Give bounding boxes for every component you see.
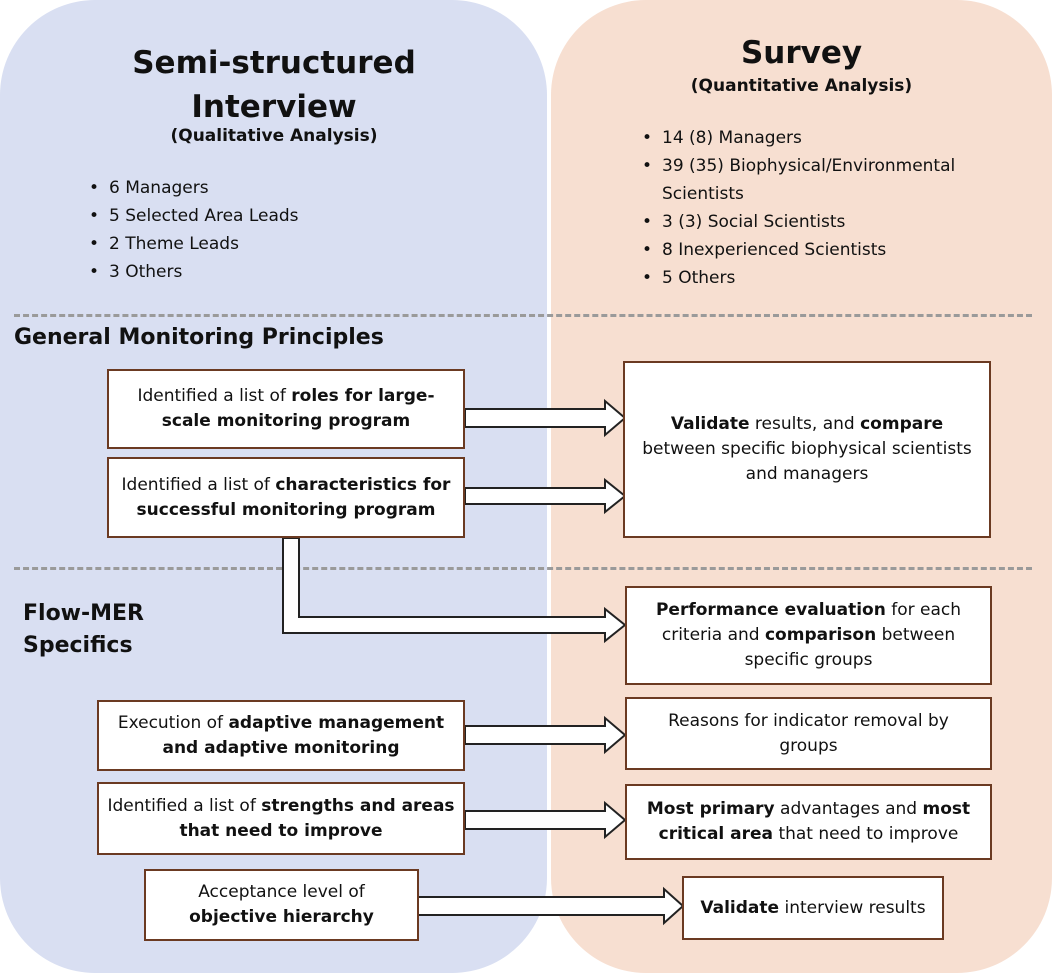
box-reasons: Reasons for indicator removal by groups — [625, 697, 992, 770]
arrow-strengths-to-advantages — [464, 800, 627, 840]
box-text: Execution of adaptive management and ada… — [105, 711, 457, 761]
box-text-run: interview results — [779, 897, 926, 918]
box-text: Acceptance level of objective hierarchy — [152, 880, 411, 930]
survey-subtitle: (Quantitative Analysis) — [690, 76, 913, 96]
box-text: Performance evaluation for each criteria… — [637, 598, 980, 673]
box-text-run: results, and — [749, 414, 861, 434]
box-text-run: between specific groups — [744, 625, 956, 670]
flow-mer-heading: Flow-MER Specifics — [23, 601, 144, 658]
box-text: Validate results, and compare between sp… — [639, 412, 975, 487]
section-divider — [14, 314, 1032, 317]
box-text-bold: adaptive management and adaptive monitor… — [162, 712, 445, 758]
list-item: 5 Selected Area Leads — [87, 202, 507, 230]
box-text: Validate interview results — [700, 896, 925, 921]
box-text: Identified a list of characteristics for… — [115, 473, 457, 523]
interview-title: Semi-structured Interview — [132, 45, 416, 125]
box-text-bold: objective hierarchy — [189, 907, 374, 927]
interview-subtitle: (Qualitative Analysis) — [170, 126, 378, 146]
box-text-bold: Performance evaluation — [655, 600, 886, 620]
box-text-bold: Validate — [700, 897, 780, 918]
list-item: 2 Theme Leads — [87, 230, 507, 258]
arrow-acceptance-to-validate — [416, 886, 685, 926]
list-item: 8 Inexperienced Scientists — [640, 236, 1020, 264]
box-text-bold: strengths and areas that need to improve — [179, 795, 455, 841]
general-principles-heading: General Monitoring Principles — [14, 325, 384, 350]
box-text: Most primary advantages and most critica… — [635, 797, 982, 847]
box-performance: Performance evaluation for each criteria… — [625, 586, 992, 685]
interview-participant-list: 6 Managers 5 Selected Area Leads 2 Theme… — [87, 174, 507, 286]
box-validate-compare: Validate results, and compare between sp… — [623, 361, 991, 538]
box-text-run: Identified a list of — [121, 474, 276, 495]
arrow-characteristics-to-validate — [464, 477, 627, 515]
box-text-run: Execution of — [117, 712, 229, 733]
box-strengths: Identified a list of strengths and areas… — [97, 782, 465, 855]
box-adaptive: Execution of adaptive management and ada… — [97, 700, 465, 771]
arrow-characteristics-to-performance — [282, 537, 627, 644]
box-text-run: for each criteria and — [661, 600, 962, 645]
box-text-bold: compare — [860, 414, 944, 434]
list-item: 3 (3) Social Scientists — [640, 208, 1020, 236]
box-text: Identified a list of strengths and areas… — [105, 794, 457, 844]
box-validate-interview: Validate interview results — [682, 876, 944, 940]
box-text-run: Identified a list of — [137, 386, 292, 406]
list-item: 5 Others — [640, 264, 1020, 292]
box-text-run: between specific biophysical scientists … — [642, 439, 972, 484]
list-item: 39 (35) Biophysical/Environmental Scient… — [640, 152, 1020, 208]
box-text-bold: Validate — [670, 414, 750, 434]
box-advantages: Most primary advantages and most critica… — [625, 784, 992, 860]
box-acceptance: Acceptance level of objective hierarchy — [144, 869, 419, 941]
list-item: 3 Others — [87, 258, 507, 286]
list-item: 6 Managers — [87, 174, 507, 202]
box-text-run: Identified a list of — [107, 795, 262, 816]
arrow-adaptive-to-reasons — [464, 715, 627, 755]
survey-title: Survey — [740, 35, 863, 71]
box-text: Identified a list of roles for large-sca… — [115, 384, 457, 434]
box-text-run: Reasons for indicator removal by groups — [668, 710, 949, 756]
box-text-run: that need to improve — [773, 824, 959, 844]
box-text-bold: Most primary — [646, 799, 775, 819]
arrow-roles-to-validate — [464, 398, 627, 438]
box-text-bold: roles for large-scale monitoring program — [161, 386, 435, 431]
box-text: Reasons for indicator removal by groups — [647, 709, 970, 759]
survey-participant-list: 14 (8) Managers 39 (35) Biophysical/Envi… — [640, 124, 1020, 292]
box-text-run: advantages and — [774, 799, 923, 819]
box-text-run: Acceptance level of — [198, 882, 365, 902]
box-text-bold: characteristics for successful monitorin… — [136, 474, 451, 520]
section-divider — [14, 567, 1032, 570]
list-item: 14 (8) Managers — [640, 124, 1020, 152]
box-roles: Identified a list of roles for large-sca… — [107, 369, 465, 449]
box-text-bold: most critical area — [658, 799, 971, 844]
box-text-bold: comparison — [764, 625, 877, 645]
box-characteristics: Identified a list of characteristics for… — [107, 457, 465, 538]
